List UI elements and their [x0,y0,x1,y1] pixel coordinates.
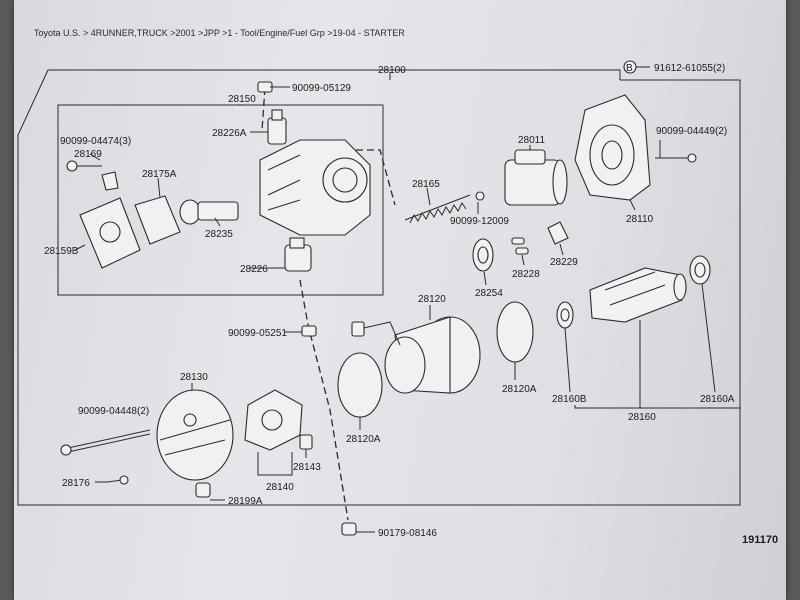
bearing-28160B [556,301,574,329]
label-90099-05129: 90099-05129 [292,83,351,94]
retainer-28229 [547,221,569,245]
part-28159B [79,197,141,269]
rollers-28228 [511,237,529,255]
callout-b-label: B [626,63,633,74]
label-28120A-right: 28120A [502,384,537,395]
part-28226 [284,237,312,272]
leader-28175A [157,177,161,199]
label-28120: 28120 [418,294,446,305]
leader-28254 [483,271,487,286]
clip-90099-05251 [301,325,317,337]
part-28169 [101,171,119,191]
label-90099-04474: 90099-04474(3) [60,136,131,147]
label-90099-04448: 90099-04448(2) [78,406,149,417]
leader-28160B [564,327,571,393]
label-28159B: 28159B [44,246,79,257]
solenoid-housing-28150 [259,139,371,236]
label-90099-12009: 90099-12009 [450,216,509,227]
label-28160A: 28160A [700,394,735,405]
part-28235 [179,199,239,225]
label-28160: 28160 [628,412,656,423]
label-28226A: 28226A [212,128,247,139]
part-28175A [134,195,181,245]
leader-28159B [74,244,86,251]
label-28254: 28254 [475,288,503,299]
label-28165: 28165 [412,179,440,190]
label-28100: 28100 [378,65,406,76]
spring-28165 [404,194,471,224]
label-28226: 28226 [240,264,268,275]
armature-28160 [589,267,687,323]
label-90099-04449: 90099-04449(2) [656,126,727,137]
leader-28160A [701,283,716,393]
label-28199A: 28199A [228,496,263,507]
clutch-28011 [504,149,568,206]
label-28235: 28235 [205,229,233,240]
bracket-28140 [257,452,293,476]
label-90179-08146: 90179-08146 [378,528,437,539]
label-28169: 28169 [74,149,102,160]
sub-assembly-frame-28150 [57,104,384,296]
leader-28235 [214,217,221,227]
main-assembly-frame [17,69,741,506]
brush-28143 [299,434,313,450]
label-28130: 28130 [180,372,208,383]
label-90099-05251: 90099-05251 [228,328,287,339]
leader-28228 [521,254,525,266]
label-28110: 28110 [626,214,654,225]
bolt-90099-04474 [66,160,102,172]
label-28143: 28143 [293,462,321,473]
label-28150: 28150 [228,94,256,105]
label-28160B: 28160B [552,394,587,405]
bearing-28160A [689,255,711,285]
part-28199A [195,482,211,498]
ball-90099-12009 [475,191,485,201]
part-28226A [267,109,287,145]
callout-b: B [623,60,637,74]
field-frame-28120 [351,316,481,394]
through-bolt-90099-04448 [60,429,151,456]
gear-28254 [472,238,494,272]
brush-holder-28140 [244,389,303,451]
label-91612-61055: 91612-61055(2) [654,63,725,74]
clip-90099-05129 [257,81,273,93]
diagram-number: 191170 [742,534,778,546]
end-frame-28130 [156,389,234,481]
axis-right [290,149,396,206]
leader-28110 [629,199,636,211]
bolt-90099-04449 [655,153,697,163]
label-28229: 28229 [550,257,578,268]
axis-top [261,87,266,131]
o-ring-28120A-left [337,352,383,418]
leader-28165 [426,187,431,206]
leader-28229 [559,243,564,256]
label-28140: 28140 [266,482,294,493]
label-28176: 28176 [62,478,90,489]
label-28120A-left: 28120A [346,434,381,445]
screw-28176 [107,475,129,485]
label-28175A: 28175A [142,169,177,180]
label-28228: 28228 [512,269,540,280]
label-28011: 28011 [518,135,546,146]
housing-28110 [574,94,651,201]
o-ring-28120A-right [496,301,534,363]
bracket-28160 [574,320,741,409]
breadcrumb: Toyota U.S. > 4RUNNER,TRUCK >2001 >JPP >… [34,28,405,38]
clip-90179-08146 [341,522,357,536]
leader-28169 [89,153,101,161]
axis-down [299,279,349,521]
